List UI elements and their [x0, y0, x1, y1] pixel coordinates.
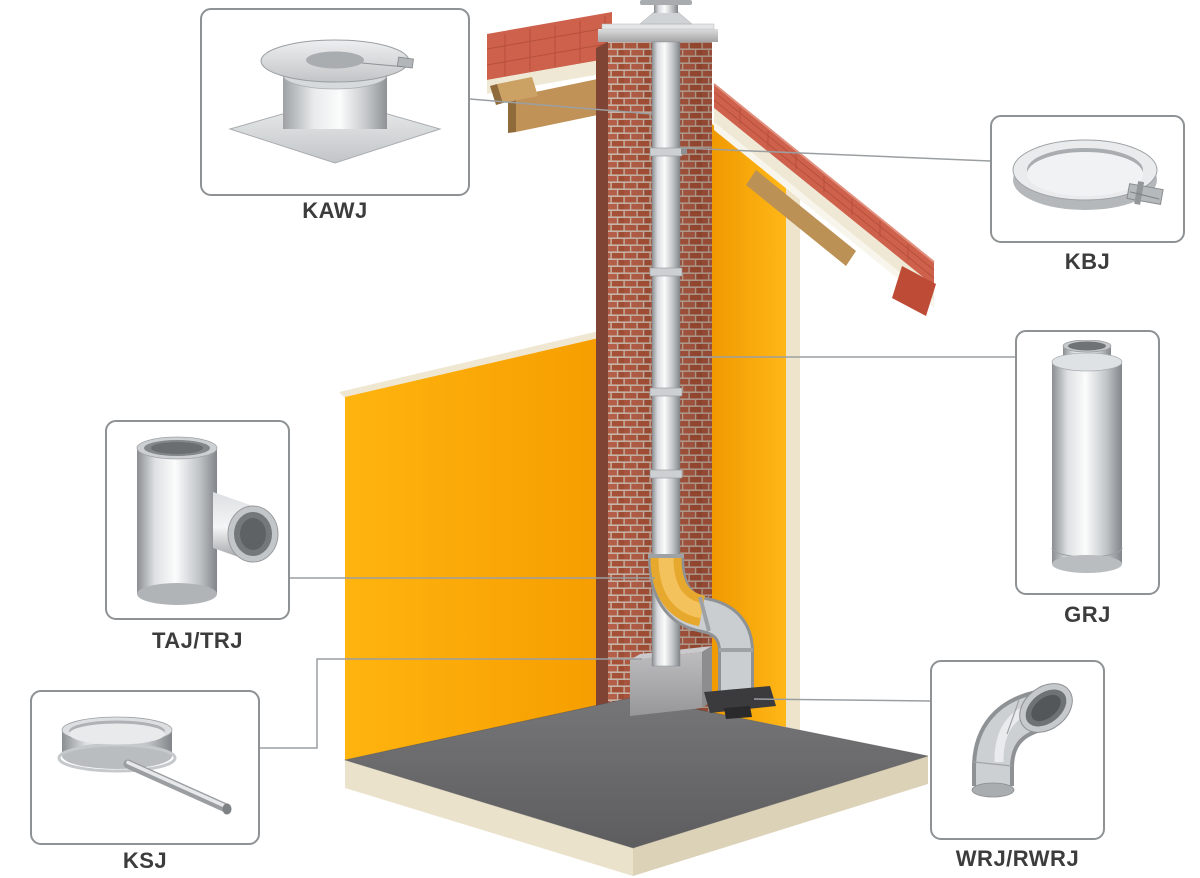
- grj-product-image: [1051, 340, 1123, 573]
- ksj-product-image: [57, 716, 232, 815]
- label-kbj: KBJ: [1064, 249, 1111, 274]
- connector-kbj: [680, 147, 991, 162]
- roof-left-section: [486, 12, 613, 133]
- kbj-product-image: [1012, 139, 1164, 210]
- callout-box-kbj[interactable]: [990, 115, 1185, 243]
- callout-box-kawj[interactable]: [200, 8, 470, 196]
- taj-trj-product-image: [136, 436, 279, 605]
- floor-slab: [343, 696, 929, 876]
- label-wrj-rwrj: WRJ/RWRJ: [955, 846, 1080, 871]
- kawj-product-image: [228, 39, 442, 164]
- connector-wrj-rwrj: [753, 698, 931, 702]
- label-grj: GRJ: [1064, 602, 1111, 627]
- callout-box-taj-trj[interactable]: [105, 420, 290, 620]
- callout-box-grj[interactable]: [1015, 330, 1160, 595]
- right-wall: [712, 124, 800, 730]
- connector-ksj: [260, 658, 642, 749]
- insulated-connecting-flue: [648, 554, 776, 719]
- left-wall: [339, 327, 620, 760]
- callout-box-ksj[interactable]: [30, 690, 260, 845]
- wrj-rwrj-product-image: [971, 683, 1073, 798]
- label-kawj: KAWJ: [302, 198, 368, 223]
- label-taj-trj: TAJ/TRJ: [151, 628, 244, 653]
- connector-kawj: [469, 98, 653, 115]
- callout-box-wrj-rwrj[interactable]: [930, 660, 1105, 840]
- roof-right-slope: [713, 83, 936, 316]
- label-ksj: KSJ: [122, 848, 168, 873]
- connector-lines: [260, 98, 1015, 749]
